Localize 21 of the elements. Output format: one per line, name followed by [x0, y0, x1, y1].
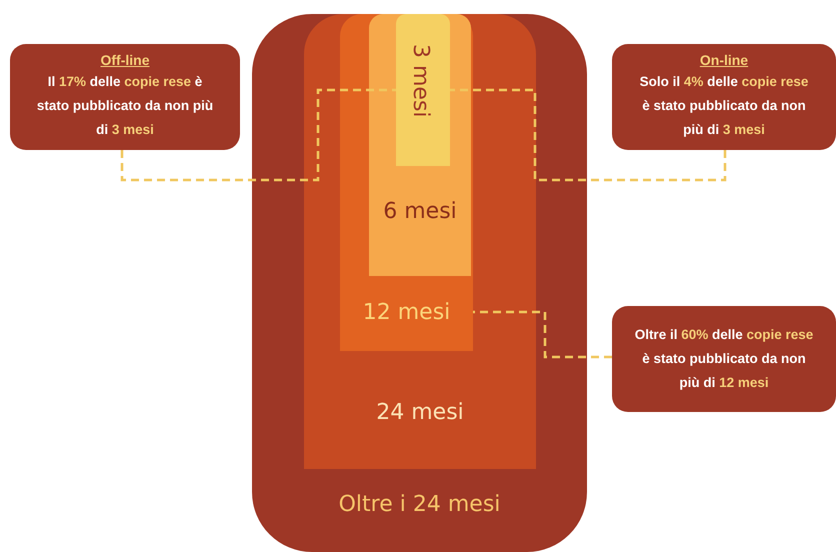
callout-text: Il 17% delle copie rese è stato pubblicato da non più di 3 mesi [36, 73, 214, 139]
callout-box [10, 44, 240, 150]
leader-line [120, 88, 396, 182]
panel-label: Oltre i 24 mesi [338, 492, 502, 517]
panel-label: 12 mesi [362, 300, 452, 325]
nested-panel [340, 14, 473, 351]
leader-line [473, 310, 612, 358]
callout-text: Solo il 4% delle copie rese è stato pubblicato da non più di 3 mesi [638, 73, 810, 139]
nested-panel [396, 14, 450, 166]
callout-box [612, 306, 836, 412]
callout-text: Oltre il 60% delle copie rese è stato pubblicato da non più di 12 mesi [634, 326, 814, 392]
callout-box [612, 44, 836, 150]
nested-panel [369, 14, 471, 276]
nested-panel [252, 14, 587, 552]
callout-heading: On-line [700, 52, 748, 68]
leader-line [450, 88, 726, 182]
panel-label: 24 mesi [375, 400, 465, 425]
nested-panel [304, 14, 536, 469]
panel-label: 3 mesi [408, 44, 433, 118]
callout-heading: Off-line [100, 52, 150, 68]
panel-label: 6 mesi [382, 199, 458, 224]
